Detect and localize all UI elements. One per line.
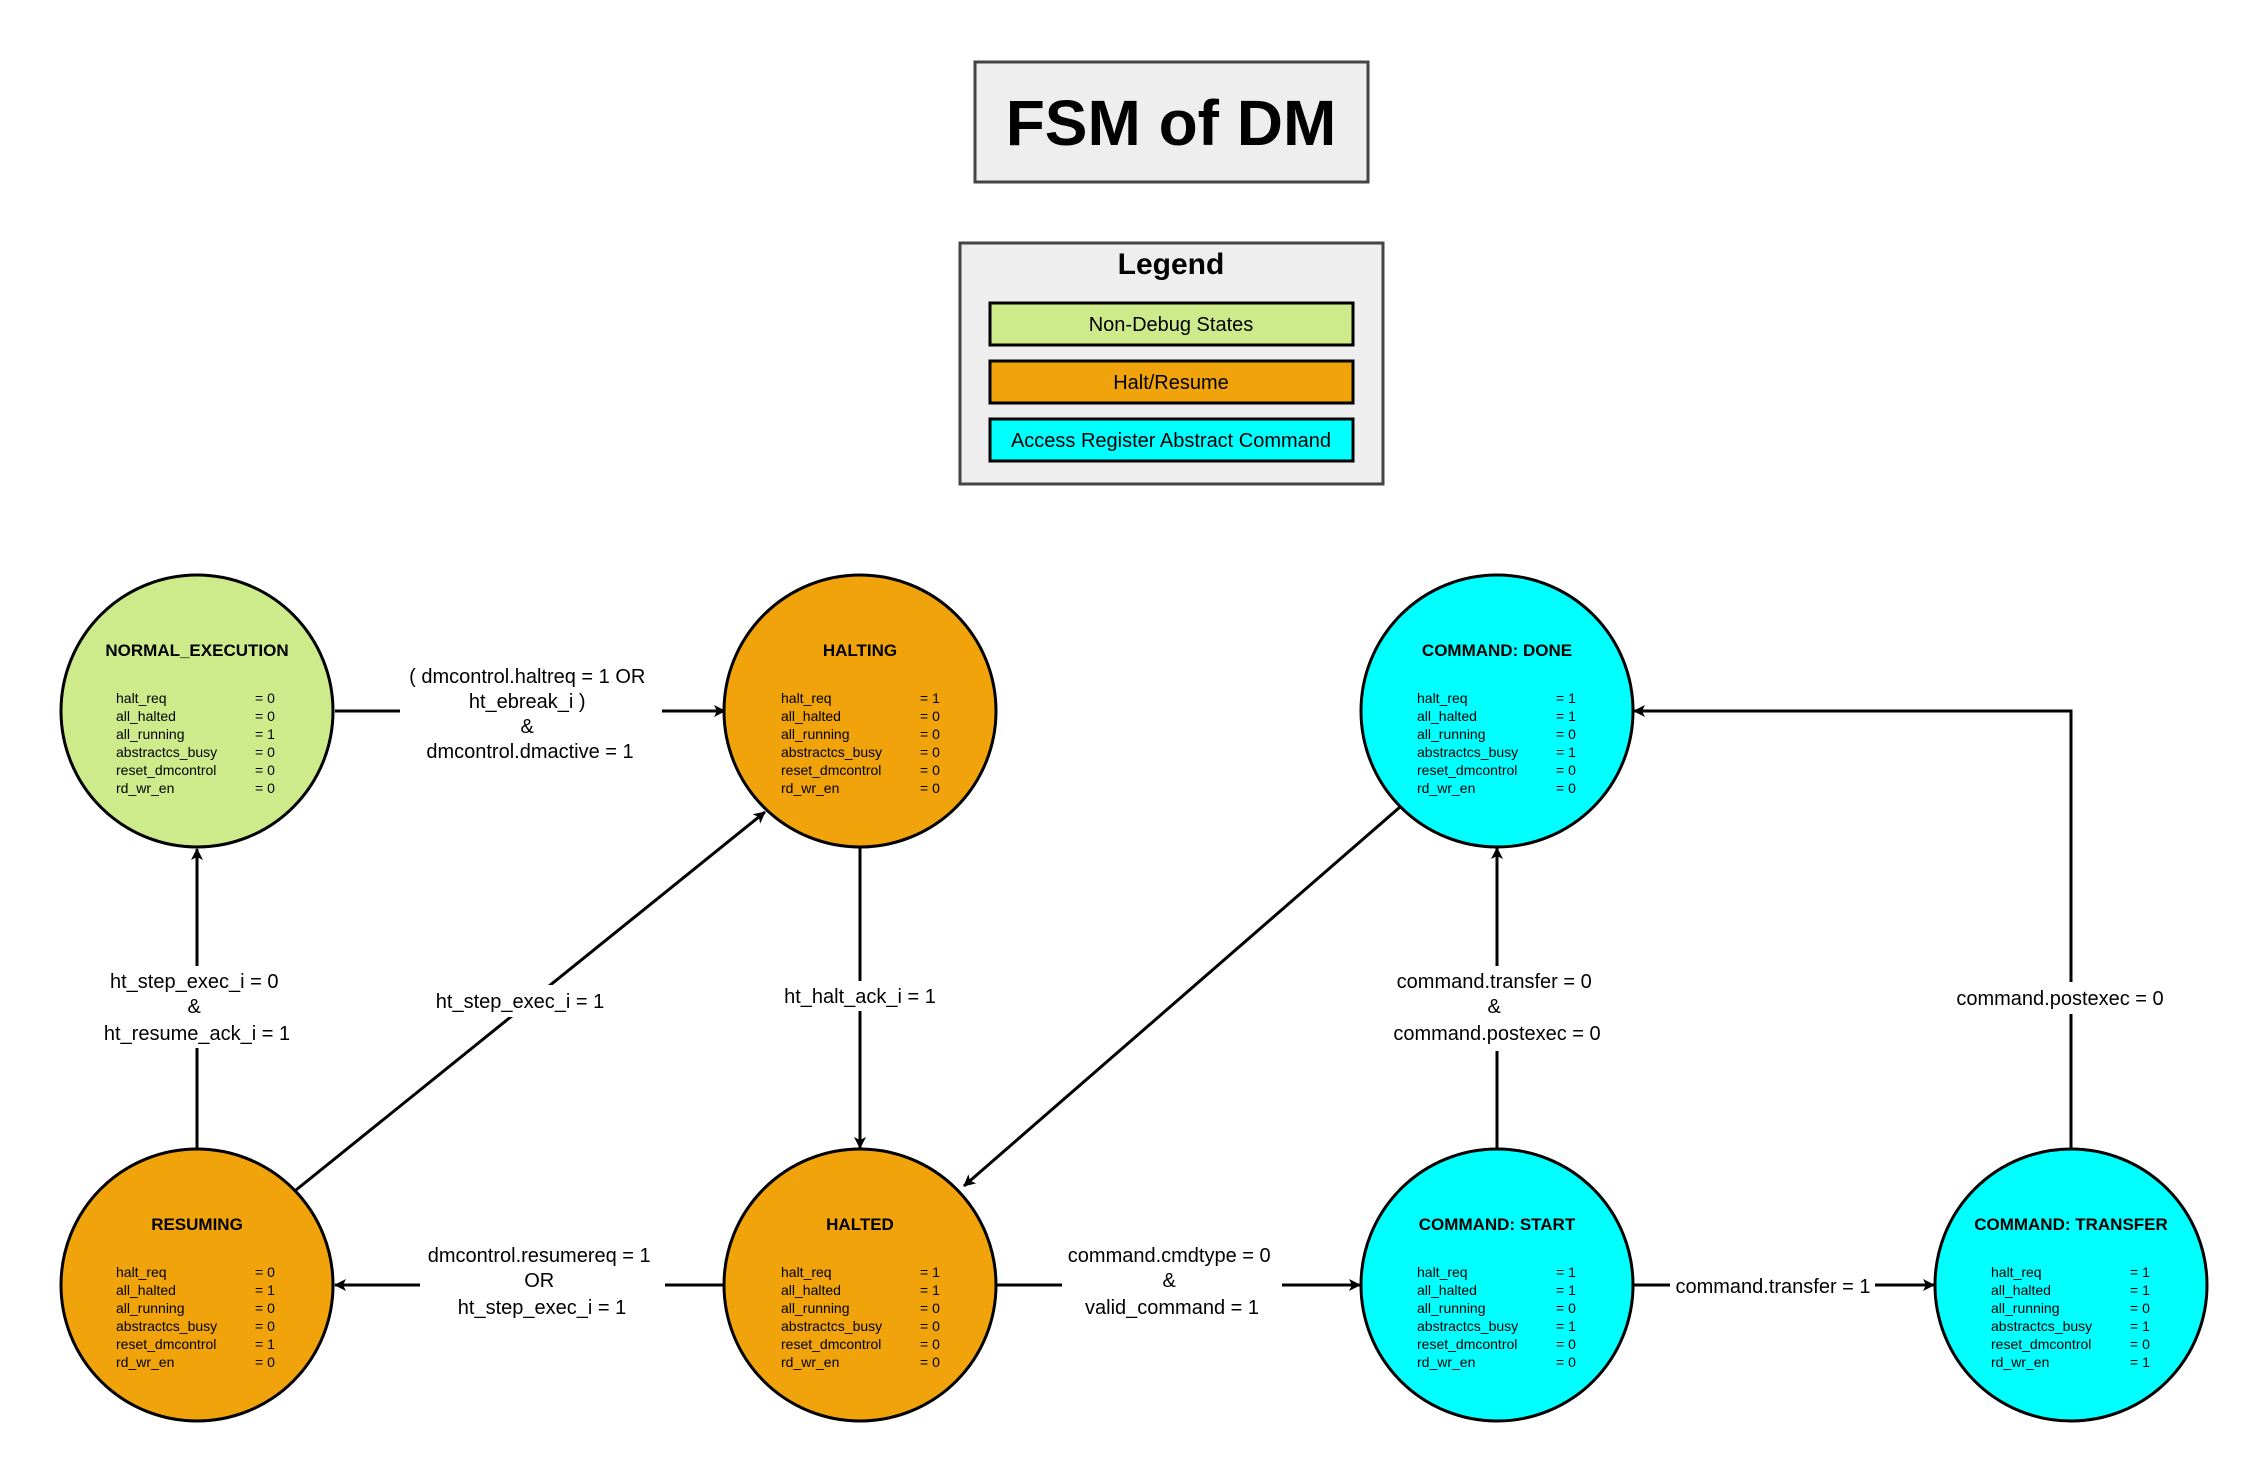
label-bg-start-to-done bbox=[1385, 966, 1610, 1051]
label-transfer-to-done: command.postexec = 0 bbox=[1956, 988, 2163, 1010]
state-command-done: COMMAND: DONE halt_req all_halted all_ru… bbox=[1359, 573, 1635, 849]
state-command-start: COMMAND: START halt_req all_halted all_r… bbox=[1359, 1147, 1635, 1423]
legend-item-non-debug: Non-Debug States bbox=[1089, 314, 1254, 336]
label-bg-normal-to-halting bbox=[400, 658, 662, 768]
label-bg-resuming-to-halting bbox=[425, 985, 615, 1017]
label-halted-to-start: command.cmdtype = 0 & valid_command = 1 bbox=[1068, 1245, 1276, 1319]
title-frame bbox=[973, 60, 1370, 184]
state-name: HALTED bbox=[826, 1215, 894, 1234]
label-bg-halting-to-halted bbox=[775, 981, 947, 1011]
state-node-halted bbox=[722, 1147, 998, 1423]
state-halted: HALTED halt_req all_halted all_running a… bbox=[722, 1147, 998, 1423]
page-title: FSM of DM bbox=[1006, 87, 1337, 159]
state-name: COMMAND: TRANSFER bbox=[1974, 1215, 2168, 1234]
state-node-command-transfer bbox=[1933, 1147, 2209, 1423]
label-start-to-transfer: command.transfer = 1 bbox=[1675, 1276, 1870, 1298]
state-normal-execution: NORMAL_EXECUTION halt_req all_halted all… bbox=[59, 573, 335, 849]
label-halted-to-resuming: dmcontrol.resumereq = 1 OR ht_step_exec_… bbox=[428, 1245, 656, 1319]
legend-swatch-halt-resume bbox=[988, 359, 1355, 405]
state-signal-names: halt_req all_halted all_running abstract… bbox=[1417, 1264, 1522, 1370]
state-name: COMMAND: START bbox=[1419, 1215, 1576, 1234]
label-resuming-to-halting: ht_step_exec_i = 1 bbox=[436, 991, 604, 1013]
label-halting-to-halted: ht_halt_ack_i = 1 bbox=[784, 986, 936, 1008]
label-normal-to-halting: ( dmcontrol.haltreq = 1 OR ht_ebreak_i )… bbox=[409, 666, 651, 763]
state-node-resuming bbox=[59, 1147, 335, 1423]
label-start-to-done: command.transfer = 0 & command.postexec … bbox=[1393, 971, 1600, 1045]
edge-done-to-halted bbox=[963, 805, 1401, 1188]
state-command-transfer: COMMAND: TRANSFER halt_req all_halted al… bbox=[1933, 1147, 2209, 1423]
state-name: NORMAL_EXECUTION bbox=[105, 641, 288, 660]
transition-labels: ( dmcontrol.haltreq = 1 OR ht_ebreak_i )… bbox=[92, 658, 2170, 1325]
label-bg-resuming-to-normal bbox=[92, 966, 302, 1048]
state-name: RESUMING bbox=[151, 1215, 243, 1234]
legend-item-abstract-command: Access Register Abstract Command bbox=[1011, 430, 1331, 452]
state-signal-values: = 0 = 0 = 1 = 0 = 0 = 0 bbox=[255, 690, 279, 796]
title-box: FSM of DM bbox=[973, 60, 1370, 184]
label-bg-halted-to-start bbox=[1062, 1240, 1282, 1325]
state-signal-values: = 1 = 1 = 0 = 1 = 0 = 1 bbox=[2130, 1264, 2154, 1370]
state-signal-names: halt_req all_halted all_running abstract… bbox=[781, 690, 886, 796]
state-signal-values: = 0 = 1 = 0 = 0 = 1 = 0 bbox=[255, 1264, 279, 1370]
legend-item-halt-resume: Halt/Resume bbox=[1113, 372, 1229, 394]
state-name: HALTING bbox=[823, 641, 897, 660]
state-signal-values: = 1 = 1 = 0 = 0 = 0 = 0 bbox=[920, 1264, 944, 1370]
state-node-command-start bbox=[1359, 1147, 1635, 1423]
state-signal-values: = 1 = 0 = 0 = 0 = 0 = 0 bbox=[920, 690, 944, 796]
state-resuming: RESUMING halt_req all_halted all_running… bbox=[59, 1147, 335, 1423]
legend-title: Legend bbox=[1118, 248, 1225, 281]
legend-swatch-non-debug bbox=[988, 301, 1355, 347]
state-node-normal-execution bbox=[59, 573, 335, 849]
label-bg-transfer-to-done bbox=[1950, 982, 2170, 1014]
state-name: COMMAND: DONE bbox=[1422, 641, 1572, 660]
legend-swatch-abstract-command bbox=[988, 417, 1355, 463]
state-signal-values: = 1 = 1 = 0 = 1 = 0 = 0 bbox=[1556, 690, 1580, 796]
states: NORMAL_EXECUTION halt_req all_halted all… bbox=[59, 573, 2209, 1423]
state-signal-names: halt_req all_halted all_running abstract… bbox=[1417, 690, 1522, 796]
legend: Legend Non-Debug States Halt/Resume Acce… bbox=[958, 241, 1385, 486]
state-signal-names: halt_req all_halted all_running abstract… bbox=[781, 1264, 886, 1370]
label-bg-halted-to-resuming bbox=[420, 1240, 665, 1325]
label-bg-start-to-transfer bbox=[1670, 1272, 1875, 1300]
edge-transfer-to-done bbox=[1633, 705, 2073, 1148]
state-node-command-done bbox=[1359, 573, 1635, 849]
state-signal-names: halt_req all_halted all_running abstract… bbox=[1991, 1264, 2096, 1370]
state-halting: HALTING halt_req all_halted all_running … bbox=[722, 573, 998, 849]
state-signal-names: halt_req all_halted all_running abstract… bbox=[116, 1264, 221, 1370]
state-signal-names: halt_req all_halted all_running abstract… bbox=[116, 690, 221, 796]
label-resuming-to-normal: ht_step_exec_i = 0 & ht_resume_ack_i = 1 bbox=[104, 971, 290, 1045]
state-signal-values: = 1 = 1 = 0 = 1 = 0 = 0 bbox=[1556, 1264, 1580, 1370]
state-node-halting bbox=[722, 573, 998, 849]
